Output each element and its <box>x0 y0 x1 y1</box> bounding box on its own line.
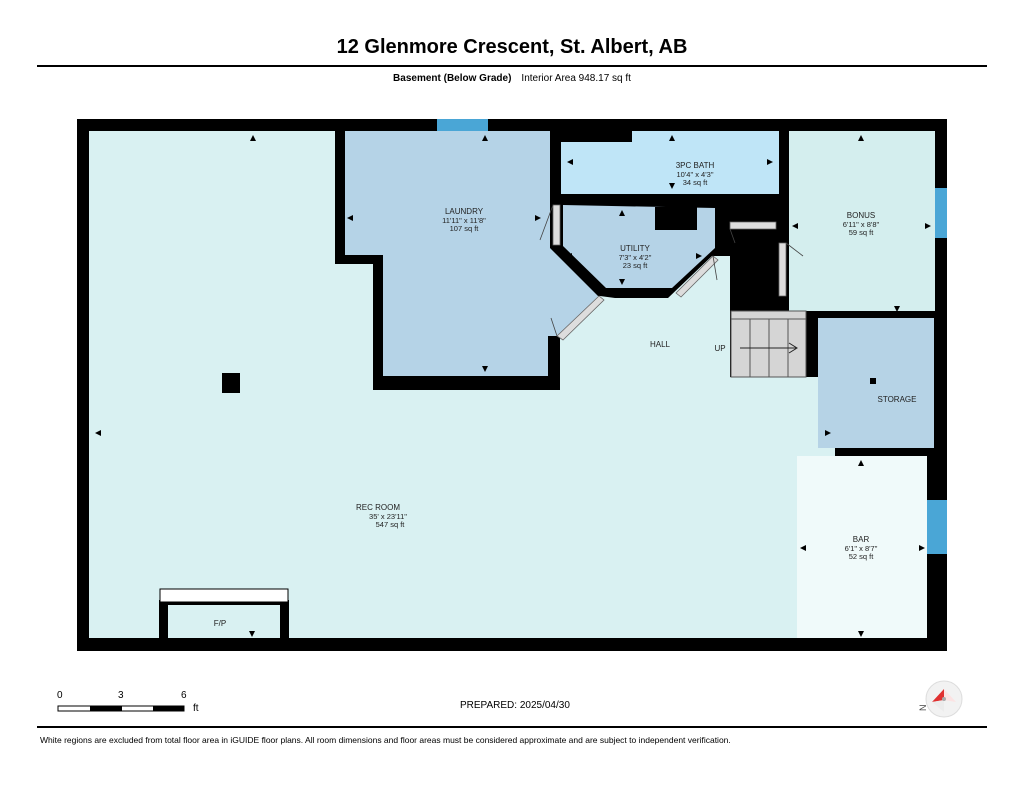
bar-name: BAR <box>853 535 870 544</box>
rec-room-dims: 35' x 23'11" <box>369 512 407 521</box>
bath-area: 34 sq ft <box>683 178 709 187</box>
svg-text:N: N <box>918 705 928 712</box>
fireplace-label: F/P <box>214 619 226 628</box>
bonus-area: 59 sq ft <box>849 228 875 237</box>
level-info: Basement (Below Grade) Interior Area 948.… <box>0 73 1024 84</box>
north-compass-icon: N <box>918 680 963 718</box>
bar-floor <box>797 456 927 638</box>
bath-door <box>729 221 777 230</box>
laundry-dims: 11'11" x 11'8" <box>442 216 486 225</box>
stairs-label: UP <box>714 344 725 353</box>
fireplace-inner <box>168 605 280 638</box>
laundry-utility-door <box>552 204 561 246</box>
window-bonus <box>935 188 947 238</box>
utility-name: UTILITY <box>620 244 650 253</box>
laundry-area: 107 sq ft <box>450 224 480 233</box>
window-bar <box>927 500 947 554</box>
bonus-dims: 6'11" x 8'8" <box>843 220 880 229</box>
footer-rule <box>37 726 987 728</box>
prepared-date: PREPARED: 2025/04/30 <box>460 700 570 711</box>
scale-label-0: 0 <box>57 690 63 701</box>
bar-dims: 6'1" x 8'7" <box>845 544 878 553</box>
rec-room-area: 547 sq ft <box>376 520 406 529</box>
header-rule <box>37 65 987 67</box>
utility-dims: 7'3" x 4'2" <box>619 253 652 262</box>
utility-area: 23 sq ft <box>623 261 649 270</box>
storage-name: STORAGE <box>878 395 917 404</box>
support-column <box>222 373 240 393</box>
bath-top-wall <box>555 129 632 142</box>
utility-wall-block <box>655 207 697 230</box>
rec-room-floor <box>89 131 835 638</box>
laundry-floor <box>345 131 598 376</box>
interior-area: Interior Area 948.17 sq ft <box>521 73 631 84</box>
bar-area: 52 sq ft <box>849 552 875 561</box>
laundry-name: LAUNDRY <box>445 207 484 216</box>
level-name: Basement (Below Grade) <box>393 73 512 84</box>
scale-label-6: 6 <box>181 690 187 701</box>
bonus-floor <box>789 131 935 311</box>
hall-name: HALL <box>650 340 671 349</box>
fireplace-hearth <box>159 588 289 603</box>
scale-unit: ft <box>193 703 199 714</box>
bath-dims: 10'4" x 4'3" <box>677 170 714 179</box>
bonus-door <box>778 242 787 297</box>
utility-door <box>675 255 719 298</box>
property-address: 12 Glenmore Crescent, St. Albert, AB <box>336 36 688 58</box>
scale-bar <box>57 705 185 712</box>
storage-fixture <box>870 378 876 384</box>
disclaimer-text: White regions are excluded from total fl… <box>40 735 731 745</box>
scale-label-3: 3 <box>118 690 124 701</box>
window-top <box>437 119 488 131</box>
rec-room-name: REC ROOM <box>356 503 400 512</box>
laundry-door <box>556 295 605 341</box>
dimension-arrows <box>95 135 931 637</box>
bath-name: 3PC BATH <box>676 161 715 170</box>
bonus-name: BONUS <box>847 211 875 220</box>
